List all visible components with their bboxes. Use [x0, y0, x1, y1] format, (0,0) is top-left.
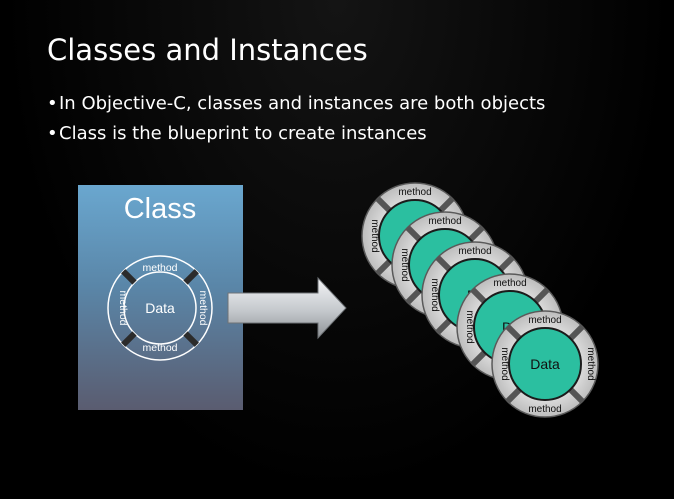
- bullet-text: In Objective-C, classes and instances ar…: [59, 93, 546, 114]
- instance-divider: [470, 287, 487, 304]
- instance-divider: [533, 287, 550, 304]
- instance-data-label: Data: [530, 356, 560, 372]
- instance-method-top: method: [458, 246, 491, 257]
- instance-method-left: method: [399, 248, 410, 281]
- class-box: [78, 185, 243, 410]
- instance-method-left: method: [369, 219, 380, 252]
- instance-method-left: method: [464, 310, 475, 343]
- instance-stack: DmethodmethodDmethodmethodDmethodmethodD…: [361, 182, 599, 418]
- instance-divider: [468, 225, 485, 242]
- bullet-item: •In Objective-C, classes and instances a…: [47, 89, 545, 119]
- instance-divider: [498, 255, 515, 272]
- bullet-text: Class is the blueprint to create instanc…: [59, 123, 427, 144]
- instance-divider: [568, 324, 585, 341]
- class-object-diagram: Data method method method method: [107, 255, 213, 361]
- arrow-icon: [227, 276, 347, 340]
- bullet-dot: •: [47, 123, 58, 144]
- class-method-top: method: [142, 262, 177, 274]
- instance-divider: [435, 318, 452, 335]
- instance-divider: [470, 350, 487, 367]
- instance-method-left: method: [429, 278, 440, 311]
- bullet-dot: •: [47, 93, 58, 114]
- instance-divider: [375, 259, 392, 276]
- class-data-label: Data: [145, 300, 175, 316]
- class-method-bottom: method: [142, 342, 177, 354]
- instance-divider: [568, 387, 585, 404]
- instance-divider: [438, 196, 455, 213]
- slide-title: Classes and Instances: [47, 33, 368, 67]
- instance-method-top: method: [528, 315, 561, 326]
- instance-divider: [505, 387, 522, 404]
- instance-divider: [405, 288, 422, 305]
- class-box-title: Class: [124, 193, 197, 225]
- instance-method-right: method: [585, 347, 596, 380]
- instance-method-bottom: method: [528, 404, 561, 415]
- bullet-list: •In Objective-C, classes and instances a…: [47, 89, 545, 149]
- instance-divider: [405, 225, 422, 242]
- class-method-right: method: [197, 290, 209, 325]
- instance-divider: [435, 255, 452, 272]
- instance-method-top: method: [398, 187, 431, 198]
- instance-object: Data method method method method: [491, 310, 599, 418]
- instance-divider: [505, 324, 522, 341]
- instance-divider: [375, 196, 392, 213]
- instance-method-left: method: [499, 347, 510, 380]
- bullet-item: •Class is the blueprint to create instan…: [47, 119, 545, 149]
- instance-data-circle: [508, 327, 582, 401]
- class-method-left: method: [117, 290, 129, 325]
- instance-method-top: method: [493, 278, 526, 289]
- instance-method-top: method: [428, 216, 461, 227]
